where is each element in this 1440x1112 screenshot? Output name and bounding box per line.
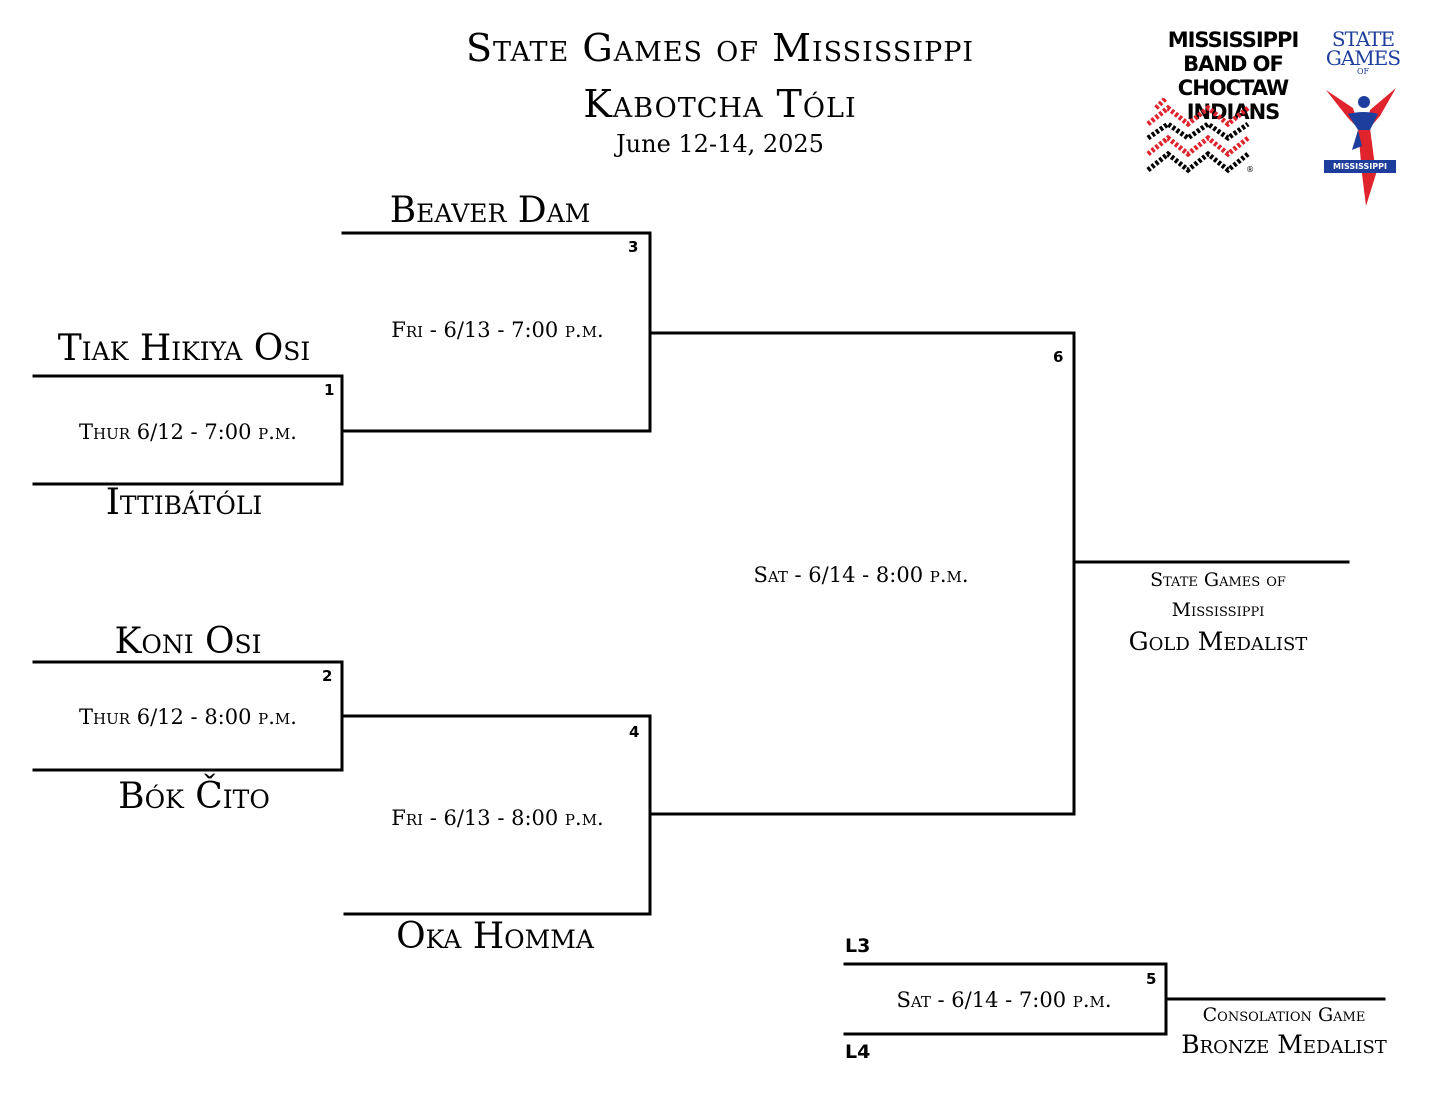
choctaw-logo-line-4: INDIANS xyxy=(1186,100,1281,124)
gold-medalist-label: Gold Medalist xyxy=(1128,627,1308,656)
game-1-time: Thur 6/12 - 7:00 p.m. xyxy=(79,420,297,444)
game-5-number: 5 xyxy=(1146,970,1157,988)
registered-mark: ® xyxy=(1246,165,1254,174)
game-3-time: Fri - 6/13 - 7:00 p.m. xyxy=(391,318,604,342)
event-dates: June 12-14, 2025 xyxy=(616,130,824,158)
game-6-time: Sat - 6/14 - 8:00 p.m. xyxy=(753,563,969,587)
gold-caption-line-1: State Games of xyxy=(1150,569,1286,591)
game-6-number: 6 xyxy=(1053,348,1064,366)
state-games-logo-of: OF xyxy=(1356,67,1370,76)
consolation-game-label: Consolation Game xyxy=(1202,1004,1366,1026)
bronze-medalist-label: Bronze Medalist xyxy=(1181,1030,1387,1059)
choctaw-logo-line-1: MISSISSIPPI xyxy=(1167,28,1300,52)
title-line-1: State Games of Mississippi xyxy=(465,26,975,70)
choctaw-logo: MISSISSIPPI BAND OF CHOCTAW INDIANS ® xyxy=(1146,28,1318,174)
game-6-bracket xyxy=(648,331,1076,816)
choctaw-logo-line-2: BAND OF xyxy=(1183,52,1284,76)
team-tiak-hikiya-osi: Tiak Hikiya Osi xyxy=(57,328,311,369)
game-5-bottom-label: L4 xyxy=(845,1041,871,1063)
game-2-time: Thur 6/12 - 8:00 p.m. xyxy=(79,705,297,729)
game-4-number: 4 xyxy=(629,723,640,741)
state-games-logo: STATE GAMES OF MISSISSIPPI xyxy=(1318,27,1408,206)
chevron-pattern-icon: ® xyxy=(1146,98,1254,174)
game-4-time: Fri - 6/13 - 8:00 p.m. xyxy=(391,806,604,830)
game-3-number: 3 xyxy=(628,238,639,256)
team-beaver-dam: Beaver Dam xyxy=(389,190,591,231)
game-2-number: 2 xyxy=(322,667,333,685)
title-line-2: Kabotcha Tóli xyxy=(583,82,857,126)
team-koni-osi: Koni Osi xyxy=(114,621,262,662)
state-games-logo-banner: MISSISSIPPI xyxy=(1324,160,1396,173)
game-1-number: 1 xyxy=(324,381,335,399)
team-oka-homma: Oka Homma xyxy=(396,916,594,957)
team-bok-cito: Bók Čito xyxy=(118,776,270,817)
team-ittibatoli: Ittibátóli xyxy=(105,482,263,523)
gold-caption-line-2: Mississippi xyxy=(1171,599,1265,621)
state-games-logo-line-2: GAMES xyxy=(1325,46,1401,70)
choctaw-logo-line-3: CHOCTAW xyxy=(1177,76,1289,100)
game-5-top-label: L3 xyxy=(845,935,871,957)
game-5-time: Sat - 6/14 - 7:00 p.m. xyxy=(896,988,1112,1012)
state-games-logo-line-1: STATE xyxy=(1331,27,1395,51)
